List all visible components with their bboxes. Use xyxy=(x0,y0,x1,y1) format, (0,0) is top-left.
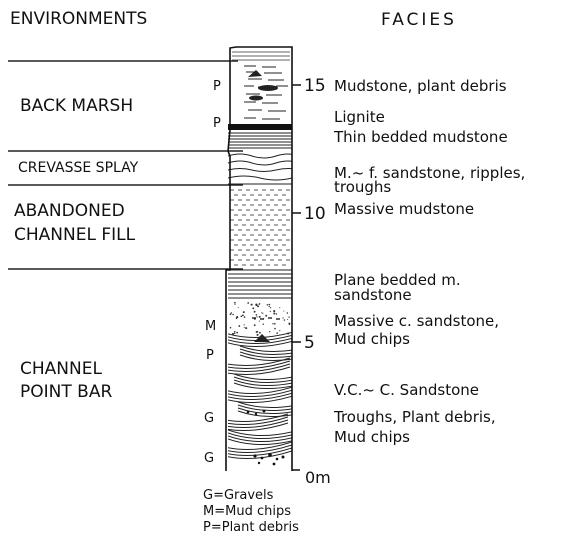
legend: G=Gravels M=Mud chips P=Plant debris xyxy=(203,488,299,535)
plant-debris-blob xyxy=(248,70,262,77)
env-pointbar-1: CHANNEL xyxy=(20,359,102,379)
marker-p-pointbar: P xyxy=(206,348,214,363)
splay-sandstone xyxy=(228,154,300,184)
mudstone-cap xyxy=(232,52,290,60)
env-back-marsh: BACK MARSH xyxy=(20,96,133,116)
facies-massive-c-2: Mud chips xyxy=(334,330,410,348)
environment-labels: BACK MARSH CREVASSE SPLAY ABANDONED CHAN… xyxy=(14,96,139,402)
env-abandoned-2: CHANNEL FILL xyxy=(14,225,136,245)
facies-lignite: Lignite xyxy=(334,108,385,126)
mud-chips xyxy=(252,318,280,319)
environments-header: ENVIRONMENTS xyxy=(10,9,147,29)
facies-troughs-2: Mud chips xyxy=(334,428,410,446)
plane-bedded-sandstone xyxy=(228,270,292,298)
facies-massive-mudstone: Massive mudstone xyxy=(334,200,474,218)
plant-debris-blob-3 xyxy=(249,96,263,101)
plant-debris-mudstone xyxy=(244,66,288,119)
facies-massive-c-1: Massive c. sandstone, xyxy=(334,312,499,330)
facies-plane-bedded-2: sandstone xyxy=(334,286,412,304)
marker-g-lower: G xyxy=(204,451,214,466)
facies-vc-sandstone: V.C.~ C. Sandstone xyxy=(334,381,479,399)
scale-labels: 15 10 5 0m xyxy=(304,76,331,487)
facies-thin-bedded: Thin bedded mudstone xyxy=(333,128,508,146)
scale-label-0: 0m xyxy=(305,468,331,487)
marker-p-upper: P xyxy=(213,79,221,94)
lithologic-column xyxy=(210,47,318,471)
facies-mudstone-plant-debris: Mudstone, plant debris xyxy=(334,77,507,95)
legend-plant-debris: P=Plant debris xyxy=(203,520,299,535)
column-markers: P P M P G G xyxy=(204,79,221,466)
legend-mud-chips: M=Mud chips xyxy=(203,504,291,519)
scale-label-10: 10 xyxy=(304,204,326,224)
facies-header: FACIES xyxy=(381,10,457,30)
env-pointbar-2: POINT BAR xyxy=(20,382,112,402)
massive-mudstone xyxy=(230,190,290,265)
scale-label-5: 5 xyxy=(304,333,315,353)
legend-gravels: G=Gravels xyxy=(203,488,274,503)
massive-coarse-sandstone xyxy=(230,302,291,336)
scale-label-15: 15 xyxy=(304,76,326,96)
marker-p-lower: P xyxy=(213,116,221,131)
env-crevasse-splay: CREVASSE SPLAY xyxy=(18,160,139,176)
marker-m: M xyxy=(205,319,216,334)
plant-debris-blob-2 xyxy=(258,85,278,91)
marker-g-upper: G xyxy=(204,411,214,426)
facies-labels: Mudstone, plant debris Lignite Thin bedd… xyxy=(333,77,525,446)
depth-scale xyxy=(292,85,301,470)
thin-bedded-mudstone xyxy=(228,133,292,148)
facies-troughs-1: Troughs, Plant debris, xyxy=(333,408,496,426)
lignite-bed xyxy=(228,124,292,130)
facies-mf-sandstone-2: troughs xyxy=(334,178,391,196)
env-abandoned-1: ABANDONED xyxy=(14,201,125,221)
